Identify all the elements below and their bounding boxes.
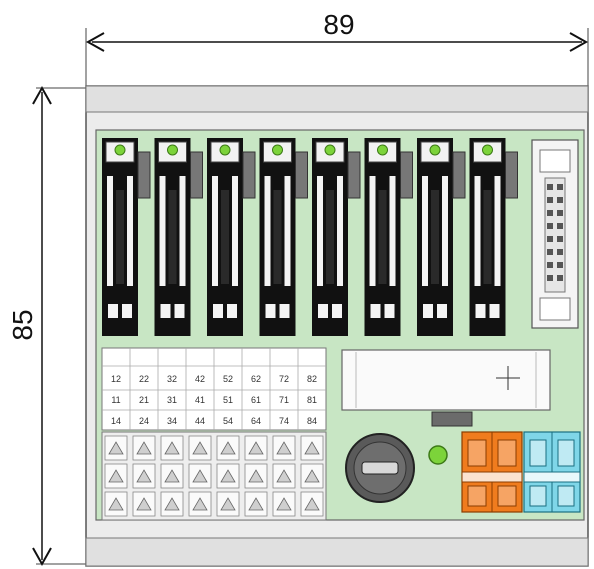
spring-terminal bbox=[300, 463, 324, 489]
ribbon-connector bbox=[531, 139, 579, 329]
relay-2 bbox=[154, 138, 203, 336]
relay-led-2 bbox=[167, 144, 178, 156]
terminal-label: 61 bbox=[251, 395, 261, 405]
relay-1 bbox=[102, 138, 151, 336]
terminal-label: 11 bbox=[111, 395, 120, 405]
terminal-label: 54 bbox=[223, 416, 233, 426]
terminal-label: 71 bbox=[279, 395, 289, 405]
terminal-label: 42 bbox=[195, 374, 205, 384]
terminal-label: 64 bbox=[251, 416, 261, 426]
spring-terminal bbox=[244, 491, 268, 517]
power-connector-cyan bbox=[523, 431, 581, 513]
width-dimension: 89 bbox=[85, 9, 589, 52]
height-dimension: 85 bbox=[7, 85, 52, 567]
terminal-label: 14 bbox=[111, 416, 121, 426]
fuse-holder bbox=[345, 433, 415, 503]
terminal-label: 84 bbox=[307, 416, 317, 426]
terminal-label: 62 bbox=[251, 374, 261, 384]
relay-led-1 bbox=[114, 144, 126, 156]
marker-plate bbox=[341, 349, 551, 427]
terminal-label: 12 bbox=[111, 374, 121, 384]
relay-6 bbox=[364, 138, 413, 336]
spring-terminal bbox=[104, 463, 128, 489]
terminal-label: 81 bbox=[307, 395, 317, 405]
terminal-label: 34 bbox=[167, 416, 177, 426]
relay-led-6 bbox=[377, 144, 388, 156]
spring-terminal bbox=[132, 491, 156, 517]
terminal-label: 82 bbox=[307, 374, 317, 384]
spring-terminal bbox=[188, 435, 212, 461]
spring-terminal-blocks bbox=[101, 431, 327, 521]
spring-terminal bbox=[104, 435, 128, 461]
spring-terminal bbox=[272, 435, 296, 461]
height-dimension-label: 85 bbox=[7, 309, 38, 340]
power-connector-orange bbox=[461, 431, 523, 513]
relay-5 bbox=[312, 138, 361, 336]
relay-8 bbox=[469, 138, 518, 336]
relay-3 bbox=[207, 138, 256, 336]
spring-terminal bbox=[160, 463, 184, 489]
relay-row bbox=[102, 138, 518, 336]
spring-terminal bbox=[104, 491, 128, 517]
spring-terminal bbox=[160, 435, 184, 461]
terminal-label: 32 bbox=[167, 374, 177, 384]
terminal-label: 51 bbox=[223, 395, 233, 405]
spring-terminal bbox=[244, 435, 268, 461]
width-dimension-label: 89 bbox=[323, 9, 354, 40]
relay-4 bbox=[259, 138, 308, 336]
spring-terminal bbox=[132, 435, 156, 461]
relay-7 bbox=[417, 138, 466, 336]
spring-terminal bbox=[216, 491, 240, 517]
spring-terminal bbox=[272, 463, 296, 489]
terminal-label: 72 bbox=[279, 374, 289, 384]
spring-terminal bbox=[216, 463, 240, 489]
spring-terminal bbox=[188, 491, 212, 517]
terminal-label: 22 bbox=[139, 374, 149, 384]
extension-lines bbox=[36, 28, 589, 565]
relay-led-7 bbox=[429, 144, 441, 156]
relay-led-3 bbox=[219, 144, 231, 156]
terminal-label: 41 bbox=[195, 395, 205, 405]
terminal-label: 31 bbox=[167, 395, 177, 405]
spring-terminal bbox=[188, 463, 212, 489]
spring-terminal bbox=[244, 463, 268, 489]
relay-led-5 bbox=[324, 144, 336, 156]
terminal-label: 24 bbox=[139, 416, 149, 426]
spring-terminal bbox=[216, 435, 240, 461]
spring-terminal bbox=[272, 491, 296, 517]
spring-terminal bbox=[300, 435, 324, 461]
spring-terminal bbox=[300, 491, 324, 517]
terminal-label: 74 bbox=[279, 416, 289, 426]
power-led bbox=[428, 445, 448, 465]
terminal-label: 44 bbox=[195, 416, 205, 426]
spring-terminal bbox=[132, 463, 156, 489]
relay-led-4 bbox=[272, 144, 283, 156]
relay-led-8 bbox=[482, 144, 493, 156]
terminal-label: 21 bbox=[139, 395, 149, 405]
terminal-label-grid: 12 22 32 42 52 62 72 82 11 21 31 41 51 61 71 81 14 24 34 44… bbox=[101, 347, 327, 431]
spring-terminal bbox=[160, 491, 184, 517]
terminal-label: 52 bbox=[223, 374, 233, 384]
